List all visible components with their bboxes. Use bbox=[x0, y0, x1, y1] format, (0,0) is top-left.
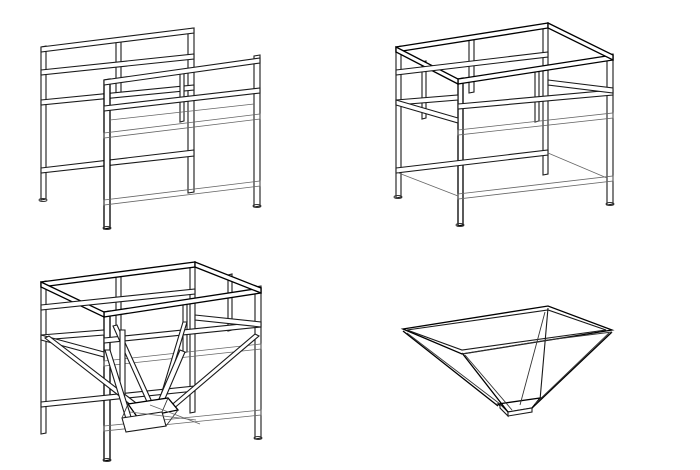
panel-box-frame bbox=[393, 21, 615, 227]
front-side-frame bbox=[102, 54, 262, 230]
back-side-frame bbox=[38, 27, 195, 202]
panel-side-frames bbox=[38, 27, 262, 230]
panel-frame-with-hopper bbox=[40, 261, 263, 462]
panel-hopper bbox=[400, 305, 615, 418]
hopper-struts bbox=[43, 321, 260, 433]
